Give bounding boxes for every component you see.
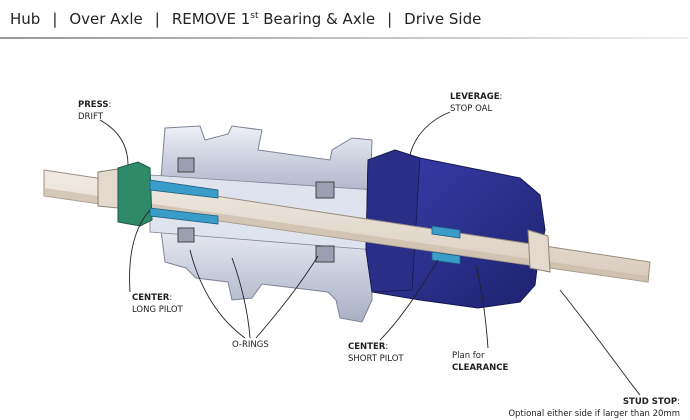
long-pilot-lower [149, 207, 219, 225]
breadcrumb-separator: | [52, 10, 58, 28]
breadcrumb-separator: | [387, 10, 393, 28]
crumb-hub[interactable]: Hub [10, 10, 41, 28]
short-pilot [431, 225, 461, 239]
long-pilot [149, 179, 219, 199]
leader-press [99, 119, 129, 166]
label-center-long-sub: LONG PILOT [132, 305, 183, 315]
crumb-superscript: st [250, 11, 259, 21]
label-stud-stop-title: STUD STOP [622, 397, 678, 407]
label-stud-stop-sub: Optional either side if larger than 20mm [508, 409, 680, 419]
label-leverage: LEVERAGE: STOP OAL [450, 91, 502, 115]
breadcrumb: Hub | Over Axle | REMOVE 1st Bearing & A… [0, 0, 690, 38]
leader-oring-3 [255, 255, 319, 339]
label-orings: O-RINGS [232, 339, 269, 351]
label-orings-title: O-RINGS [232, 340, 269, 350]
label-stud-stop-colon: : [677, 397, 680, 407]
label-center-short-title: CENTER [348, 342, 386, 352]
leader-center-long [129, 209, 151, 293]
label-center-long-colon: : [169, 293, 173, 303]
breadcrumb-separator: | [154, 10, 160, 28]
bearing-lower-left [177, 227, 195, 243]
leader-stud-stop [559, 289, 641, 396]
crumb-remove-rest: Bearing & Axle [258, 10, 376, 28]
label-center-short-sub: SHORT PILOT [348, 354, 404, 364]
crumb-drive-side[interactable]: Drive Side [404, 10, 482, 28]
label-press-title: PRESS [78, 100, 109, 110]
header-divider [0, 37, 688, 39]
crumb-over-axle[interactable]: Over Axle [69, 10, 143, 28]
label-press-sub: DRIFT [78, 112, 103, 122]
label-leverage-title: LEVERAGE [450, 92, 500, 102]
label-clearance-line1: Plan for [452, 351, 485, 361]
leader-clearance [475, 264, 489, 349]
label-press-colon: : [108, 100, 112, 110]
label-leverage-colon: : [499, 92, 503, 102]
label-clearance-line2: CLEARANCE [452, 363, 509, 373]
bearing-upper-left [177, 157, 195, 173]
label-press: PRESS: DRIFT [78, 99, 111, 123]
press-drift [117, 161, 153, 227]
label-clearance: Plan for CLEARANCE [452, 350, 508, 374]
label-center-long-title: CENTER [132, 293, 170, 303]
label-stud-stop: STUD STOP: Optional either side if large… [508, 396, 680, 420]
leverage-stop-face [365, 149, 421, 293]
label-leverage-sub: STOP OAL [450, 104, 493, 114]
short-pilot-lower [431, 251, 461, 265]
bearing-upper-right [315, 181, 335, 199]
nut-left [97, 168, 119, 209]
leader-oring-1 [189, 249, 246, 339]
leader-lines [99, 111, 641, 396]
bearing-lower-right [315, 245, 335, 263]
crumb-remove-text: REMOVE 1 [171, 10, 251, 28]
leader-oring-2 [231, 257, 251, 339]
nut-right [527, 229, 551, 273]
label-center-short-colon: : [385, 342, 389, 352]
threaded-rod-shadow [44, 188, 648, 282]
label-center-short: CENTER: SHORT PILOT [348, 341, 404, 365]
label-center-long: CENTER: LONG PILOT [132, 292, 183, 316]
leader-leverage [409, 111, 451, 156]
leader-center-short [379, 259, 439, 341]
crumb-remove-bearing[interactable]: REMOVE 1st Bearing & Axle [172, 10, 375, 28]
